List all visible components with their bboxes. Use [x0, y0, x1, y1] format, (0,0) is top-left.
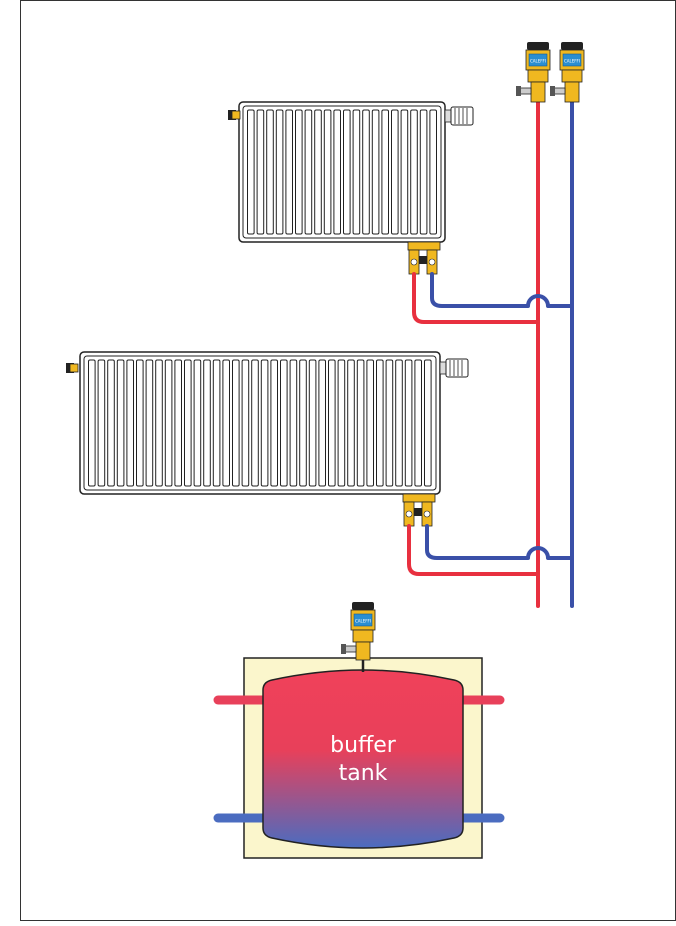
radiator-fin: [136, 359, 144, 487]
air-vent-tank-icon: CALEFFI: [341, 602, 376, 661]
vent-badge-text: CALEFFI: [564, 59, 580, 64]
radiator-fin: [299, 359, 307, 487]
radiator-fin: [270, 359, 278, 487]
radiator-fin: [414, 359, 422, 487]
radiator-fin: [88, 359, 96, 487]
radiator-fin: [184, 359, 192, 487]
air-vent-supply-icon: CALEFFI: [516, 42, 551, 103]
radiator-fin: [362, 109, 370, 235]
thermostatic-head-icon: [439, 358, 469, 378]
tank-label-line2: tank: [339, 761, 388, 786]
radiator-fin: [107, 359, 115, 487]
vent-badge-text: CALEFFI: [355, 619, 371, 624]
vent-badge-text: CALEFFI: [530, 59, 546, 64]
radiator-fin: [391, 109, 399, 235]
radiator-fin: [285, 109, 293, 235]
radiator-fin: [256, 109, 265, 235]
upper-return-branch: [430, 272, 574, 308]
air-vent-return-icon: CALEFFI: [550, 42, 585, 103]
radiator-fin: [222, 359, 230, 487]
radiator-fin: [97, 359, 106, 487]
radiator-fin: [304, 109, 313, 235]
radiator-fin: [266, 109, 274, 235]
radiator-fin: [212, 359, 221, 487]
radiator-fin: [356, 359, 365, 487]
lower-supply-branch: [407, 524, 540, 576]
radiator-fin: [260, 359, 269, 487]
radiator-fin: [410, 109, 418, 235]
radiator-fin: [314, 109, 322, 235]
radiator-fin: [323, 109, 332, 235]
radiator-fin: [193, 359, 202, 487]
upper-supply-branch: [412, 272, 540, 324]
radiator-fin: [126, 359, 135, 487]
radiator-lower-fins: [88, 359, 432, 487]
tank-label-line1: buffer: [330, 733, 397, 758]
radiator-fin: [174, 359, 182, 487]
radiator-upper-fins: [247, 109, 437, 235]
pipework: [407, 98, 574, 608]
radiator-fin: [203, 359, 211, 487]
radiator-upper: [228, 101, 474, 275]
radiator-fin: [328, 359, 336, 487]
radiator-fin: [275, 109, 284, 235]
buffer-tank: buffer tank: [213, 657, 505, 859]
radiator-fin: [337, 359, 346, 487]
radiator-fin: [251, 359, 259, 487]
radiator-fin: [145, 359, 154, 487]
radiator-fin: [376, 359, 384, 487]
radiator-fin: [395, 359, 403, 487]
radiator-fin: [347, 359, 355, 487]
radiator-fin: [419, 109, 428, 235]
radiator-fin: [247, 109, 255, 235]
radiator-fin: [404, 359, 413, 487]
radiator-lower: [66, 351, 469, 527]
radiator-fin: [333, 109, 341, 235]
radiator-fin: [155, 359, 163, 487]
radiator-fin: [232, 359, 240, 487]
tank-vessel: [262, 669, 464, 849]
radiator-fin: [116, 359, 125, 487]
radiator-fin: [385, 359, 394, 487]
radiator-fin: [352, 109, 361, 235]
radiator-fin: [318, 359, 326, 487]
lower-return-branch: [425, 524, 574, 560]
thermostatic-head-icon: [444, 106, 474, 126]
radiator-fin: [371, 109, 380, 235]
radiator-fin: [295, 109, 303, 235]
radiator-fin: [429, 109, 437, 235]
radiator-fin: [164, 359, 173, 487]
radiator-fin: [366, 359, 374, 487]
radiator-fin: [343, 109, 351, 235]
radiator-fin: [424, 359, 432, 487]
radiator-fin: [308, 359, 317, 487]
radiator-fin: [289, 359, 298, 487]
radiator-fin: [280, 359, 288, 487]
radiator-fin: [241, 359, 250, 487]
radiator-fin: [381, 109, 389, 235]
radiator-fin: [400, 109, 409, 235]
